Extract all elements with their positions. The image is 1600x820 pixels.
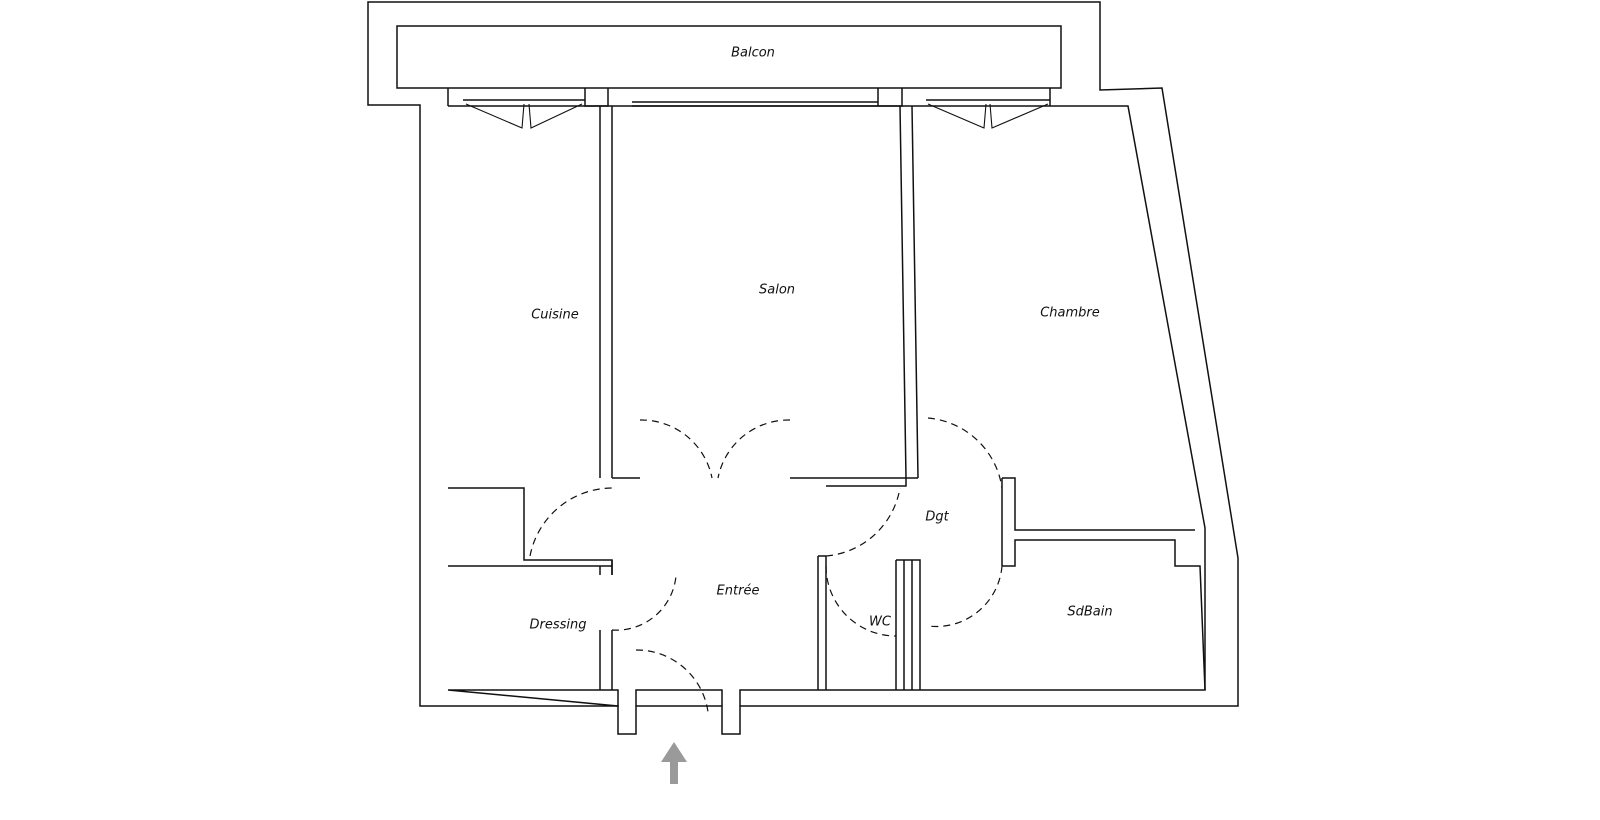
room-label-salon: Salon: [759, 283, 795, 298]
door-wc: [825, 565, 897, 637]
room-label-balcon: Balcon: [731, 46, 775, 61]
room-label-cuisine: Cuisine: [531, 308, 579, 323]
wall-salon-east: [899, 105, 919, 479]
room-label-chambre: Chambre: [1040, 306, 1100, 321]
wall-salon-south: [612, 477, 918, 487]
window-frame-salon: [632, 88, 903, 107]
room-label-entree: Entrée: [717, 584, 760, 599]
door-kitchen: [529, 487, 613, 557]
arrow-up-icon: [661, 742, 687, 784]
door-bathroom: [927, 565, 1003, 628]
room-label-dgt: Dgt: [925, 510, 949, 525]
wall-wc: [817, 555, 921, 690]
door-salon-left: [639, 419, 713, 479]
exterior-wall-outer: [367, 1, 1239, 735]
window-frame-bedroom: [926, 88, 1051, 106]
window-sash-bedroom: [927, 103, 1049, 129]
room-label-wc: WC: [869, 615, 892, 630]
window-sash-kitchen: [465, 103, 583, 129]
wall-kitchen-east: [599, 106, 613, 478]
door-dgt: [825, 487, 901, 557]
room-label-dressing: Dressing: [529, 618, 586, 633]
wall-bedroom-south: [1002, 477, 1206, 691]
wall-dressing-north: [448, 560, 613, 575]
wall-kitchen-south: [448, 487, 613, 575]
door-bedroom: [927, 417, 1003, 489]
room-label-sdbain: SdBain: [1067, 605, 1112, 620]
door-entrance: [635, 649, 709, 713]
door-dressing: [611, 575, 677, 631]
window-frame-kitchen: [447, 88, 609, 107]
door-salon-right: [717, 419, 791, 479]
wall-dressing-east: [599, 566, 613, 690]
balcony-room: [396, 25, 1062, 89]
